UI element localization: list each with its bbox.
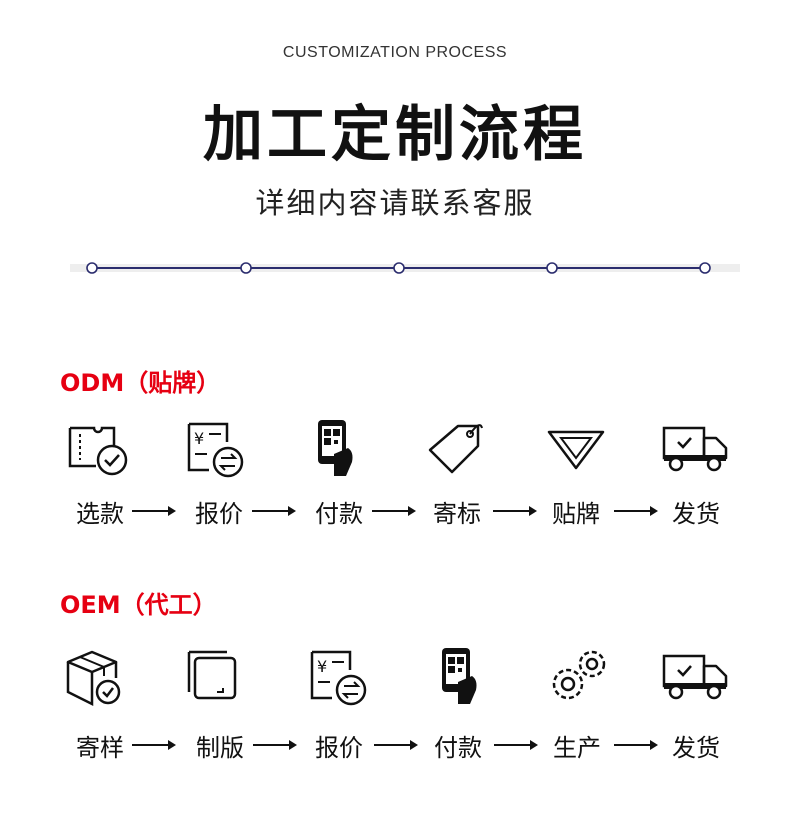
yen-exchange-icon: ¥ <box>183 420 253 482</box>
arrow-right-icon <box>252 506 296 516</box>
ticket-check-icon <box>64 420 134 482</box>
odm-step-select: 选款 <box>76 500 124 528</box>
delivery-truck-icon <box>660 648 730 710</box>
odm-section-title: ODM（贴牌） <box>60 369 221 397</box>
phone-qr-pay-icon <box>304 418 374 480</box>
template-board-icon <box>183 648 253 710</box>
svg-text:¥: ¥ <box>194 429 204 448</box>
subtitle-english: CUSTOMIZATION PROCESS <box>282 44 508 61</box>
page-title: 加工定制流程 <box>203 100 587 170</box>
oem-section-title: OEM（代工） <box>60 591 217 619</box>
yen-exchange-icon: ¥ <box>306 648 376 710</box>
odm-step-brand: 贴牌 <box>552 500 600 528</box>
arrow-right-icon <box>253 740 297 750</box>
subtitle-chinese: 详细内容请联系客服 <box>255 186 535 220</box>
arrow-right-icon <box>614 506 658 516</box>
oem-step-pay: 付款 <box>434 734 482 762</box>
odm-step-send-label: 寄标 <box>433 500 481 528</box>
gears-icon <box>546 646 616 708</box>
arrow-right-icon <box>372 506 416 516</box>
odm-step-quote: 报价 <box>195 500 243 528</box>
odm-step-ship: 发货 <box>672 500 720 528</box>
oem-step-send-sample: 寄样 <box>76 734 124 762</box>
oem-step-pattern: 制版 <box>196 734 244 762</box>
diamond-badge-icon <box>541 420 611 482</box>
oem-step-quote: 报价 <box>315 734 363 762</box>
box-check-icon <box>62 648 132 710</box>
tag-icon <box>422 418 492 480</box>
oem-step-ship: 发货 <box>672 734 720 762</box>
arrow-right-icon <box>494 740 538 750</box>
arrow-right-icon <box>374 740 418 750</box>
oem-step-produce: 生产 <box>553 734 601 762</box>
odm-step-pay: 付款 <box>315 500 363 528</box>
svg-text:¥: ¥ <box>317 657 327 676</box>
arrow-right-icon <box>493 506 537 516</box>
arrow-right-icon <box>132 506 176 516</box>
delivery-truck-icon <box>660 420 730 482</box>
phone-qr-pay-icon <box>428 646 498 708</box>
arrow-right-icon <box>132 740 176 750</box>
timeline-divider <box>70 256 740 280</box>
arrow-right-icon <box>614 740 658 750</box>
